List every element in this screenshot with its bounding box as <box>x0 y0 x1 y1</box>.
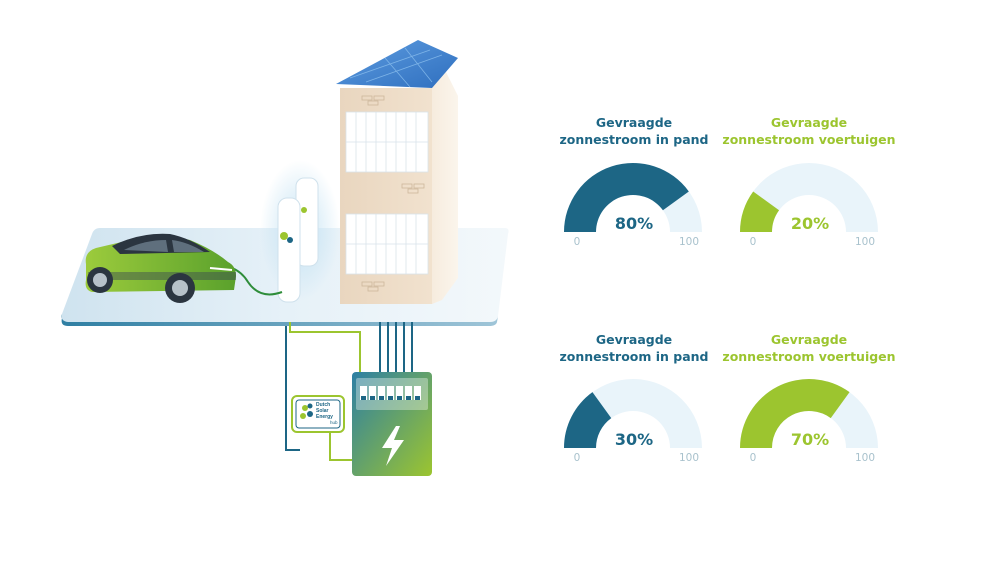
electric-car <box>85 233 236 303</box>
gauge-4-value: 70% <box>790 430 830 449</box>
hub-logo-text-4: hub <box>330 420 338 425</box>
gauge-4-min: 0 <box>749 452 757 464</box>
gauge-3-fill <box>564 392 612 448</box>
gauge-4-max: 100 <box>854 452 876 464</box>
hub-logo-text-1: Dutch <box>316 402 330 408</box>
electrical-panel <box>352 372 432 476</box>
building <box>336 40 458 304</box>
lightning-bolt-icon <box>382 426 404 466</box>
dutch-solar-energy-hub-logo-icon <box>300 403 313 419</box>
gauge-2-value: 20% <box>790 214 830 233</box>
gauge-2-min: 0 <box>749 236 757 248</box>
gauge-1-value: 80% <box>614 214 654 233</box>
energy-hub-device: Dutch Solar Energy hub <box>291 395 345 433</box>
gauge-2-max: 100 <box>854 236 876 248</box>
gauge-3-max: 100 <box>678 452 700 464</box>
gauge-3-value: 30% <box>614 430 654 449</box>
charging-station <box>231 160 340 303</box>
gauge-3-min: 0 <box>573 452 581 464</box>
gauge-2-fill <box>740 191 780 232</box>
gauge-group <box>564 162 878 448</box>
gauge-1-min: 0 <box>573 236 581 248</box>
gauge-4-fill <box>740 378 850 448</box>
hub-logo-text-3: Energy <box>316 414 333 420</box>
wiring <box>285 322 413 461</box>
gauge-1-max: 100 <box>678 236 700 248</box>
hub-logo-text-2: Solar <box>316 408 329 414</box>
gauge-1-fill <box>564 162 689 232</box>
